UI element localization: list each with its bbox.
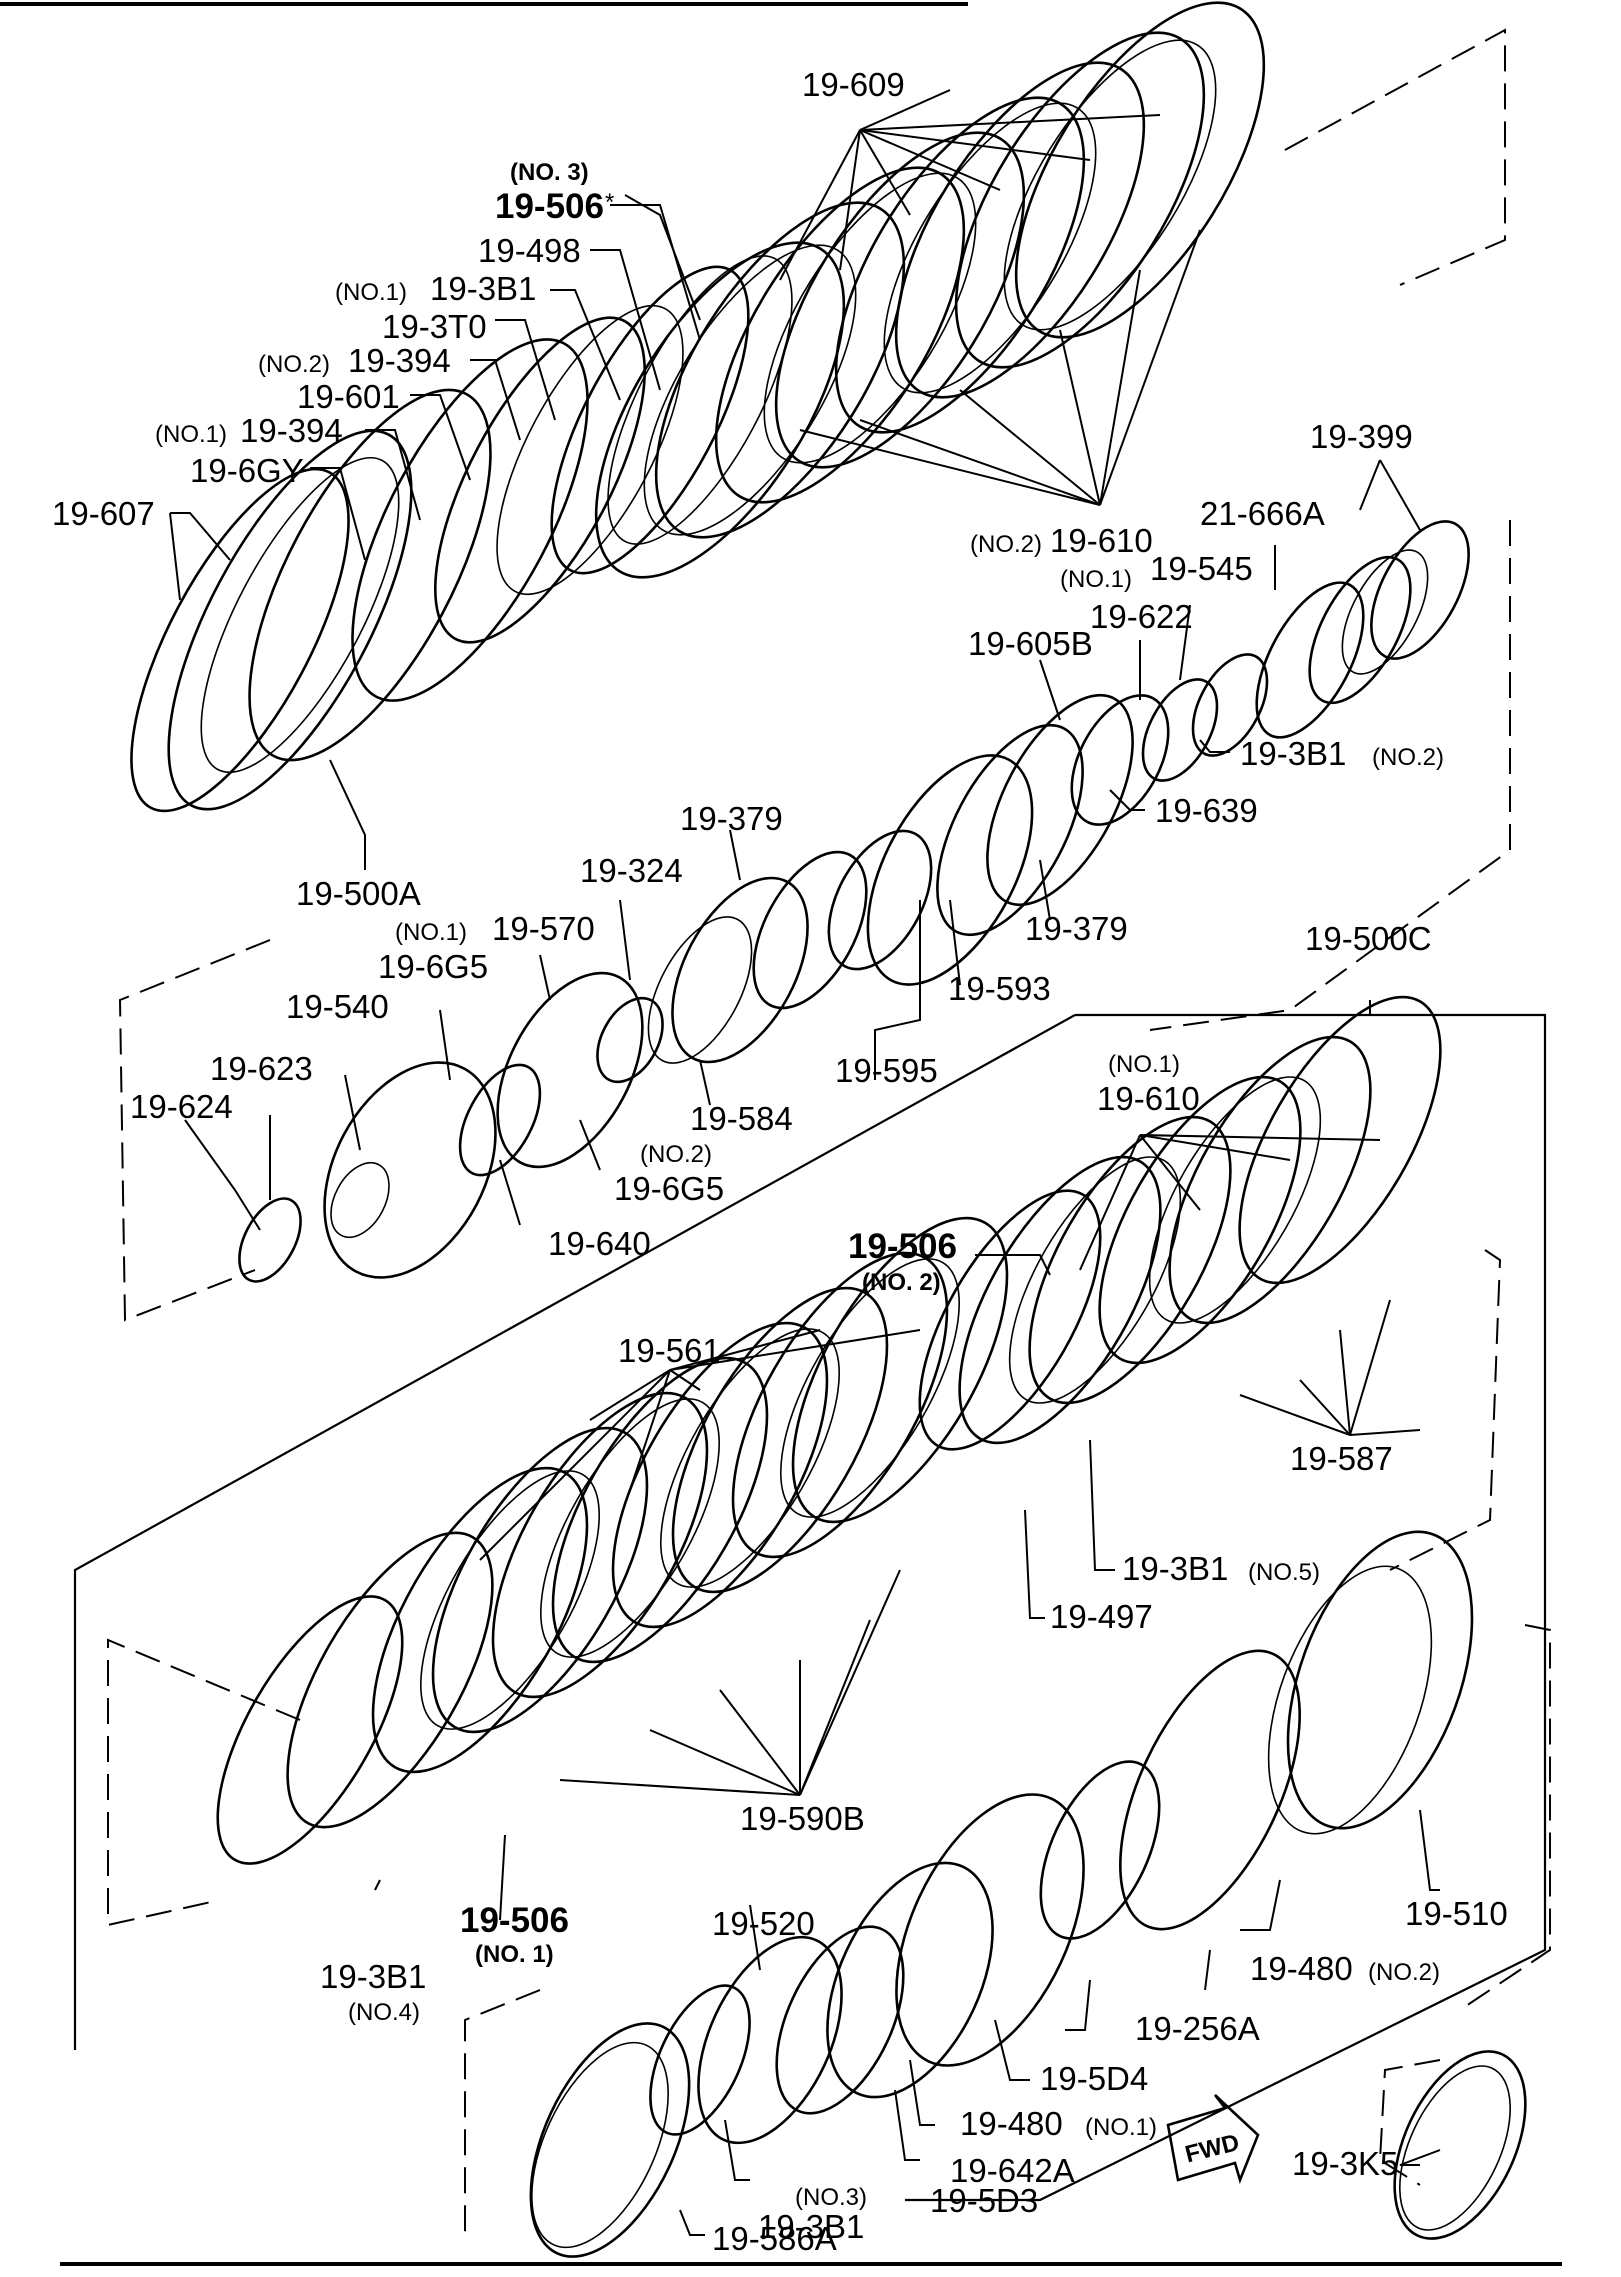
label-19-6gy: 19-6GY (190, 452, 304, 489)
label-19-586a: 19-586A (712, 2220, 837, 2257)
label-19-622: 19-622 (1090, 598, 1193, 635)
label-19-3b1-no5: 19-3B1 (1122, 1550, 1228, 1587)
label-19-545: 19-545 (1150, 550, 1253, 587)
label-19-640: 19-640 (548, 1225, 651, 1262)
label-19-324: 19-324 (580, 852, 683, 889)
label-19-5d4: 19-5D4 (1040, 2060, 1148, 2097)
label-19-394-top: 19-394 (348, 342, 451, 379)
label-no2-506: (NO. 2) (862, 1269, 941, 1296)
label-19-3b1-no2: 19-3B1 (1240, 735, 1346, 772)
part-labels: 19-609 (NO. 3) 19-506 * 19-498 (NO.1) 19… (52, 66, 1508, 2257)
label-no2-480: (NO.2) (1368, 1959, 1440, 1986)
label-19-394-b: 19-394 (240, 412, 343, 449)
label-19-590b: 19-590B (740, 1800, 865, 1837)
dashed-outlines (107, 28, 1551, 2240)
right-spring-pack (1255, 520, 1470, 739)
label-19-256a: 19-256A (1135, 2010, 1260, 2047)
label-no1-545: (NO.1) (1060, 566, 1132, 593)
label-no1-480: (NO.1) (1085, 2114, 1157, 2141)
label-19-609: 19-609 (802, 66, 905, 103)
label-no2-394: (NO.2) (258, 351, 330, 378)
label-21-666a: 21-666A (1200, 495, 1325, 532)
label-no3-top: (NO. 3) (510, 159, 589, 186)
label-19-379-r: 19-379 (1025, 910, 1128, 947)
label-19-480-no2: 19-480 (1250, 1950, 1353, 1987)
label-19-607: 19-607 (52, 495, 155, 532)
leader-lines (169, 89, 1441, 2236)
label-19-3b1-top: 19-3B1 (430, 270, 536, 307)
label-19-642a: 19-642A (950, 2152, 1075, 2189)
label-19-480-no1: 19-480 (960, 2105, 1063, 2142)
label-19-506-low: 19-506 (460, 1901, 569, 1940)
label-19-510: 19-510 (1405, 1895, 1508, 1932)
label-19-540: 19-540 (286, 988, 389, 1025)
label-19-601: 19-601 (297, 378, 400, 415)
label-no1-610: (NO.1) (1108, 1051, 1180, 1078)
label-19-3t0: 19-3T0 (382, 308, 487, 345)
middle-gearset (238, 653, 1269, 1283)
clutch-plates-upper (594, 1, 1266, 579)
clutch-plates-lower (216, 995, 1442, 1865)
label-no1-394: (NO.1) (155, 421, 227, 448)
label-19-497: 19-497 (1050, 1598, 1153, 1635)
label-19-6g5-top: 19-6G5 (378, 948, 488, 985)
label-19-593: 19-593 (948, 970, 1051, 1007)
label-19-595: 19-595 (835, 1052, 938, 1089)
label-19-506-star: * (605, 189, 614, 216)
label-no1-506: (NO. 1) (475, 1941, 554, 1968)
label-19-3k5: 19-3K5 (1292, 2145, 1398, 2182)
label-19-506-mid: 19-506 (848, 1227, 957, 1266)
label-19-605b: 19-605B (968, 625, 1093, 662)
label-19-506-top: 19-506 (495, 187, 604, 226)
label-19-399: 19-399 (1310, 418, 1413, 455)
label-no2-610: (NO.2) (970, 531, 1042, 558)
label-19-498: 19-498 (478, 232, 581, 269)
label-19-587: 19-587 (1290, 1440, 1393, 1477)
label-19-623: 19-623 (210, 1050, 313, 1087)
label-19-520: 19-520 (712, 1905, 815, 1942)
label-no3-3b1: (NO.3) (795, 2184, 867, 2211)
upper-drum-assembly (130, 255, 793, 813)
label-no2-6g5: (NO.2) (640, 1141, 712, 1168)
label-19-379-top: 19-379 (680, 800, 783, 837)
label-19-500c: 19-500C (1305, 920, 1432, 957)
label-19-500a: 19-500A (296, 875, 421, 912)
lower-assembly-frame (73, 1013, 1547, 2202)
label-no5: (NO.5) (1248, 1559, 1320, 1586)
label-no1-6g5: (NO.1) (395, 919, 467, 946)
label-19-3b1-no4: 19-3B1 (320, 1958, 426, 1995)
label-19-639: 19-639 (1155, 792, 1258, 829)
label-no2-3b1: (NO.2) (1372, 744, 1444, 771)
label-no4: (NO.4) (348, 1999, 420, 2026)
label-19-3b1-no3: 19-3B1 (758, 2208, 864, 2245)
label-19-624: 19-624 (130, 1088, 233, 1125)
label-19-610-b: 19-610 (1097, 1080, 1200, 1117)
label-19-6g5-b: 19-6G5 (614, 1170, 724, 1207)
label-19-561: 19-561 (618, 1332, 721, 1369)
label-19-584: 19-584 (690, 1100, 793, 1137)
label-19-5d3: 19-5D3 (930, 2182, 1038, 2219)
fwd-arrow (1166, 2094, 1260, 2184)
label-no1-3b1: (NO.1) (335, 279, 407, 306)
label-19-570: 19-570 (492, 910, 595, 947)
label-19-610-top: 19-610 (1050, 522, 1153, 559)
lower-drum-assembly (529, 1530, 1527, 2258)
